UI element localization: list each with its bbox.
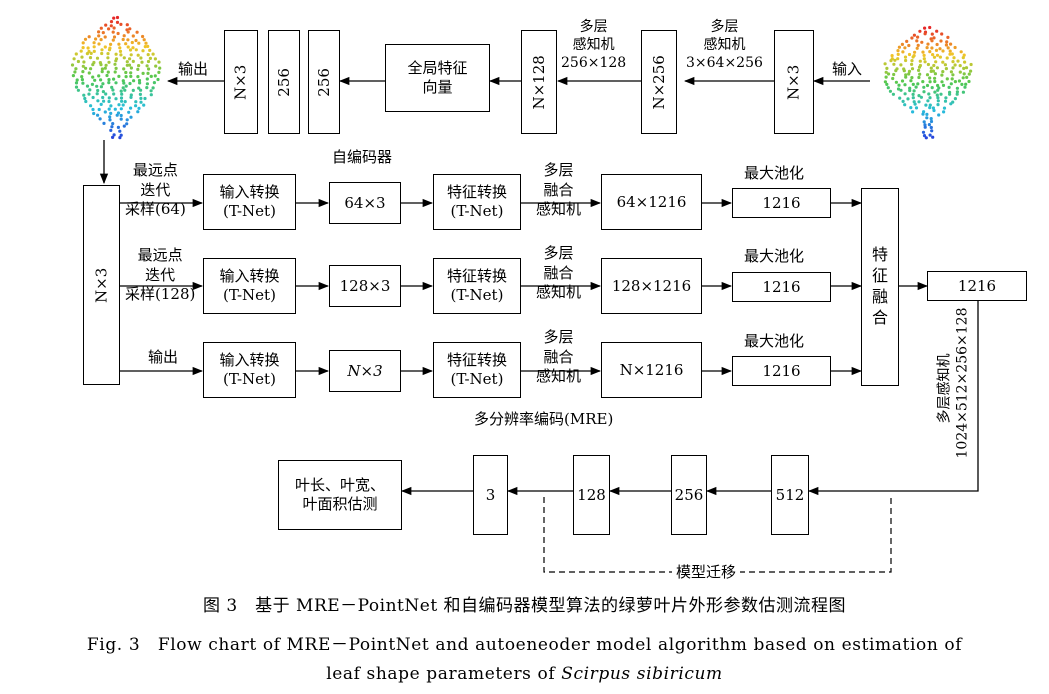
pool-box-1: 1216 <box>732 188 831 218</box>
model-transfer-label: 模型迁移 <box>672 563 741 583</box>
pool-label-3: 最大池化 <box>744 332 805 350</box>
leaf-point-cloud-output <box>70 15 162 140</box>
box-256-b: 256 <box>308 30 340 134</box>
global-feature-vector-box: 全局特征向量 <box>385 44 490 112</box>
size-box-1: 64×3 <box>329 182 401 224</box>
input-transform-box-1: 输入转换(T-Net) <box>203 174 296 230</box>
fused-box-3: N×1216 <box>601 342 702 398</box>
branch-label-3: 输出 <box>148 348 179 366</box>
mlp-fusion-label-2: 多层融合感知机 <box>536 244 582 301</box>
caption-chinese: 图 3 基于 MRE－PointNet 和自编码器模型算法的绿萝叶片外形参数估测… <box>202 596 847 616</box>
leaf-point-cloud-input <box>883 25 973 140</box>
pool-box-2: 1216 <box>732 272 831 302</box>
mlp-fusion-label-3: 多层融合感知机 <box>536 328 582 385</box>
point-cloud-group <box>70 15 973 140</box>
feature-transform-box-2: 特征转换(T-Net) <box>433 258 521 314</box>
feature-fusion-box: 特征融合 <box>861 188 899 386</box>
feature-transform-box-1: 特征转换(T-Net) <box>433 174 521 230</box>
mre-label: 多分辨率编码(MRE) <box>474 410 614 428</box>
pool-box-3: 1216 <box>732 356 831 386</box>
box-512-bottom: 512 <box>771 455 809 535</box>
box-n3-right: N×3 <box>774 30 814 134</box>
size-box-3: N×3 <box>329 350 401 392</box>
input-label: 输入 <box>832 60 863 78</box>
autoencoder-label: 自编码器 <box>332 148 393 166</box>
size-box-2: 128×3 <box>329 265 401 307</box>
box-3-bottom: 3 <box>473 455 508 535</box>
box-128-bottom: 128 <box>573 455 610 535</box>
branch-label-1: 最远点迭代采样(64) <box>125 161 186 218</box>
output-label-top: 输出 <box>178 60 209 78</box>
box-n128: N×128 <box>521 30 557 134</box>
caption-english-line2: leaf shape parameters of Scirpus sibiric… <box>326 664 723 684</box>
pool-label-1: 最大池化 <box>744 164 805 182</box>
caption-english-line1: Fig. 3 Flow chart of MRE－PointNet and au… <box>86 635 963 655</box>
flowchart-lines <box>70 15 979 573</box>
fused-box-1: 64×1216 <box>601 174 702 230</box>
fused-box-2: 128×1216 <box>601 258 702 314</box>
pool-label-2: 最大池化 <box>744 247 805 265</box>
box-n256: N×256 <box>641 30 677 134</box>
branch-label-2: 最远点迭代采样(128) <box>125 246 196 303</box>
box-n3-left: N×3 <box>224 30 258 134</box>
result-estimation-box: 叶长、叶宽、叶面积估测 <box>278 460 402 530</box>
fusion-output-box: 1216 <box>927 271 1027 301</box>
box-256-a: 256 <box>268 30 300 134</box>
input-transform-box-3: 输入转换(T-Net) <box>203 342 296 398</box>
feature-transform-box-3: 特征转换(T-Net) <box>433 342 521 398</box>
mlp-fusion-label-1: 多层融合感知机 <box>536 161 582 218</box>
box-256-bottom: 256 <box>671 455 707 535</box>
big-input-box: N×3 <box>83 185 120 385</box>
input-transform-box-2: 输入转换(T-Net) <box>203 258 296 314</box>
